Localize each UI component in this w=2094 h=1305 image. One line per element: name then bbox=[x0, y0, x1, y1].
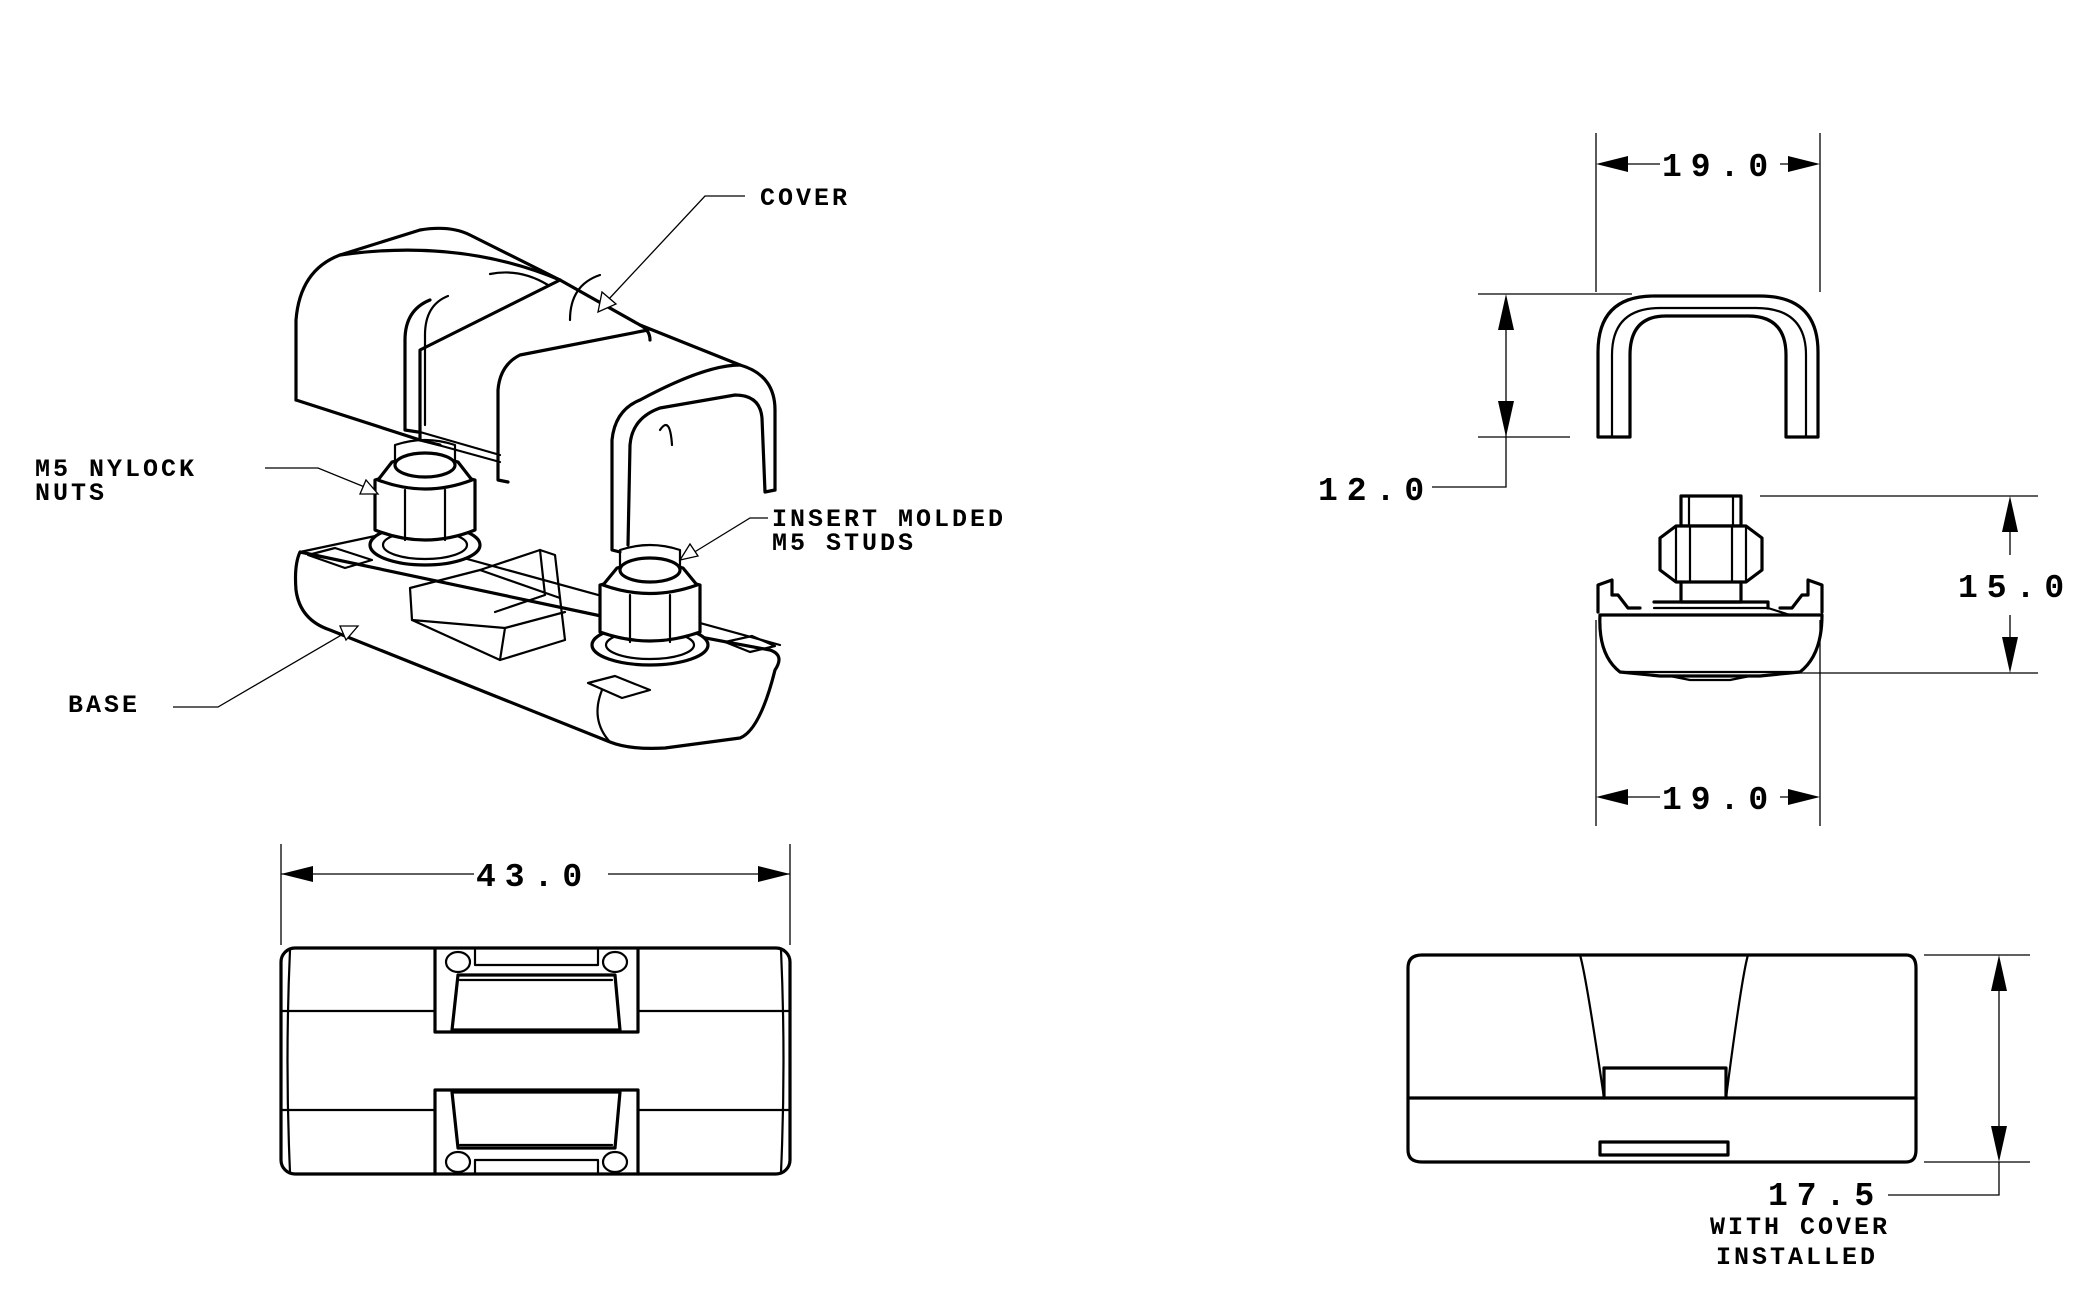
nuts-label-line2: NUTS bbox=[35, 479, 107, 508]
base-label: BASE bbox=[68, 691, 140, 720]
base-width-dimension: 19.0 bbox=[1662, 782, 1777, 819]
length-dimension: 43.0 bbox=[476, 859, 591, 896]
nuts-leader: M5 NYLOCK NUTS bbox=[35, 455, 380, 508]
base-end-view: 15.0 19.0 bbox=[1595, 494, 2073, 826]
cover-height-dimension: 12.0 bbox=[1318, 473, 1433, 510]
nuts-label-line1: M5 NYLOCK bbox=[35, 455, 197, 484]
studs-label-line1: INSERT MOLDED bbox=[772, 505, 1006, 534]
base-height-dimension: 15.0 bbox=[1958, 570, 2073, 607]
cover-part bbox=[294, 226, 777, 554]
side-view: 17.5 WITH COVER INSTALLED bbox=[1406, 953, 2030, 1272]
right-nut bbox=[590, 543, 710, 667]
base-part bbox=[293, 533, 782, 750]
studs-label-line2: M5 STUDS bbox=[772, 529, 916, 558]
left-nut bbox=[368, 438, 482, 567]
installed-note-line1: WITH COVER bbox=[1710, 1213, 1890, 1242]
base-leader: BASE bbox=[68, 625, 360, 720]
studs-leader: INSERT MOLDED M5 STUDS bbox=[678, 505, 1006, 561]
cover-label: COVER bbox=[760, 184, 850, 213]
installed-note-line2: INSTALLED bbox=[1716, 1243, 1878, 1272]
top-view: 43.0 bbox=[279, 844, 792, 1176]
isometric-view: COVER M5 NYLOCK NUTS INSERT MOLDED M5 ST… bbox=[35, 184, 1006, 750]
installed-height-dimension: 17.5 bbox=[1768, 1178, 1883, 1215]
cover-end-view: 19.0 12.0 bbox=[1318, 133, 1821, 510]
cover-width-dimension: 19.0 bbox=[1662, 149, 1777, 186]
cover-leader: COVER bbox=[597, 184, 850, 314]
